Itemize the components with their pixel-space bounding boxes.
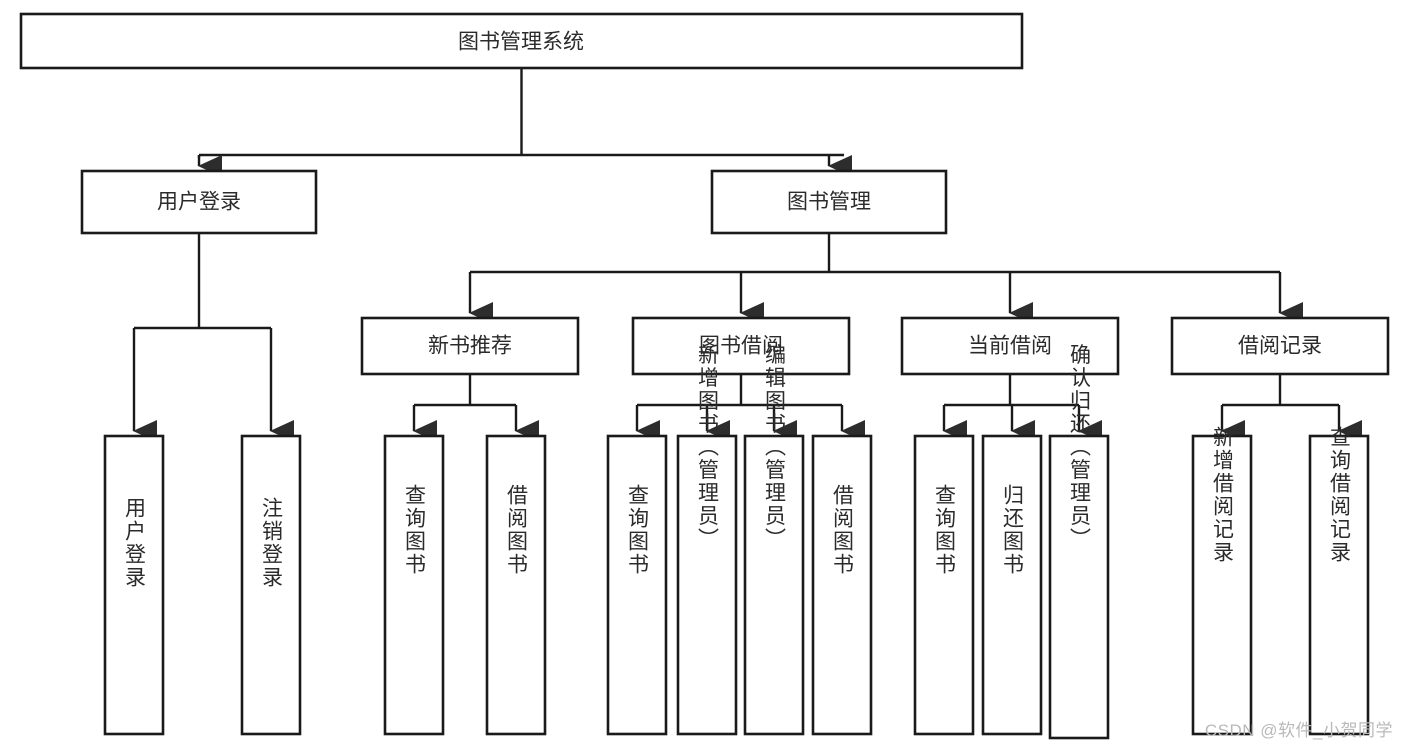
node-leaf-logout-box[interactable]	[240, 434, 302, 736]
node-root-box[interactable]	[19, 12, 1024, 70]
node-user-login[interactable]: 用户登录	[80, 169, 318, 235]
node-borrow-record[interactable]: 借阅记录	[1170, 316, 1390, 376]
node-leaf-add-book-box[interactable]	[676, 434, 738, 736]
node-leaf-query-record-box[interactable]	[1308, 434, 1370, 736]
node-leaf-edit-book[interactable]: 编辑图书（管理员）	[743, 344, 805, 736]
node-leaf-borrow-book-rec-label: 借阅图书	[505, 484, 529, 576]
node-leaf-query-record[interactable]: 查询借阅记录	[1308, 426, 1370, 736]
node-leaf-query-record-label: 查询借阅记录	[1328, 426, 1352, 564]
node-leaf-logout[interactable]: 注销登录	[240, 434, 302, 736]
node-leaf-borrow-book-rec[interactable]: 借阅图书	[485, 434, 547, 736]
node-book-borrow-label: 图书借阅	[699, 335, 783, 358]
node-leaf-edit-book-box[interactable]	[743, 434, 805, 736]
node-leaf-borrow-book-label: 借阅图书	[831, 484, 855, 576]
node-leaf-add-record-box[interactable]	[1191, 434, 1253, 736]
node-new-book-recommend[interactable]: 新书推荐	[360, 316, 580, 376]
node-borrow-record-label: 借阅记录	[1238, 335, 1322, 358]
node-book-borrow[interactable]: 图书借阅	[631, 316, 851, 376]
node-leaf-add-record[interactable]: 新增借阅记录	[1191, 426, 1253, 736]
node-book-borrow-box[interactable]	[631, 316, 851, 376]
node-leaf-borrow-book-rec-box[interactable]	[485, 434, 547, 736]
node-leaf-query-book-borrow-box[interactable]	[606, 434, 668, 736]
node-new-book-recommend-box[interactable]	[360, 316, 580, 376]
node-leaf-query-book-cur-label: 查询图书	[933, 484, 957, 576]
node-leaf-confirm-return-box[interactable]	[1048, 434, 1110, 740]
node-current-borrow-box[interactable]	[900, 316, 1120, 376]
node-leaf-user-login[interactable]: 用户登录	[103, 434, 165, 736]
node-leaf-user-login-box[interactable]	[103, 434, 165, 736]
node-leaf-add-record-label: 新增借阅记录	[1211, 426, 1235, 564]
connector-layer	[132, 68, 1363, 442]
node-leaf-query-book-rec-box[interactable]	[383, 434, 445, 736]
node-leaf-add-book[interactable]: 新增图书（管理员）	[676, 344, 738, 736]
node-borrow-record-box[interactable]	[1170, 316, 1390, 376]
node-current-borrow[interactable]: 当前借阅	[900, 316, 1120, 376]
node-leaf-return-book-box[interactable]	[981, 434, 1043, 736]
node-leaf-query-book-borrow[interactable]: 查询图书	[606, 434, 668, 736]
node-leaf-return-book[interactable]: 归还图书	[981, 434, 1043, 736]
node-leaf-add-book-label: 新增图书（管理员）	[696, 344, 720, 551]
node-leaf-query-book-rec[interactable]: 查询图书	[383, 434, 445, 736]
node-leaf-borrow-book[interactable]: 借阅图书	[811, 434, 873, 736]
node-leaf-return-book-label: 归还图书	[1001, 484, 1025, 576]
node-new-book-recommend-label: 新书推荐	[428, 335, 512, 358]
node-leaf-confirm-return-label: 确认归还（管理员）	[1068, 344, 1092, 551]
node-root[interactable]: 图书管理系统	[19, 12, 1024, 70]
node-book-manage[interactable]: 图书管理	[710, 169, 948, 235]
node-leaf-edit-book-label: 编辑图书（管理员）	[763, 344, 787, 551]
node-leaf-borrow-book-box[interactable]	[811, 434, 873, 736]
node-leaf-confirm-return[interactable]: 确认归还（管理员）	[1048, 344, 1110, 740]
node-current-borrow-label: 当前借阅	[968, 335, 1052, 358]
node-user-login-box[interactable]	[80, 169, 318, 235]
node-leaf-user-login-label: 用户登录	[123, 497, 147, 589]
node-leaf-query-book-borrow-label: 查询图书	[626, 484, 650, 576]
node-root-label: 图书管理系统	[458, 31, 584, 54]
node-leaf-query-book-rec-label: 查询图书	[403, 484, 427, 576]
node-leaf-query-book-cur-box[interactable]	[913, 434, 975, 736]
node-leaf-query-book-cur[interactable]: 查询图书	[913, 434, 975, 736]
node-user-login-label: 用户登录	[157, 191, 241, 214]
node-book-manage-label: 图书管理	[787, 191, 871, 214]
node-leaf-logout-label: 注销登录	[260, 497, 284, 589]
node-book-manage-box[interactable]	[710, 169, 948, 235]
